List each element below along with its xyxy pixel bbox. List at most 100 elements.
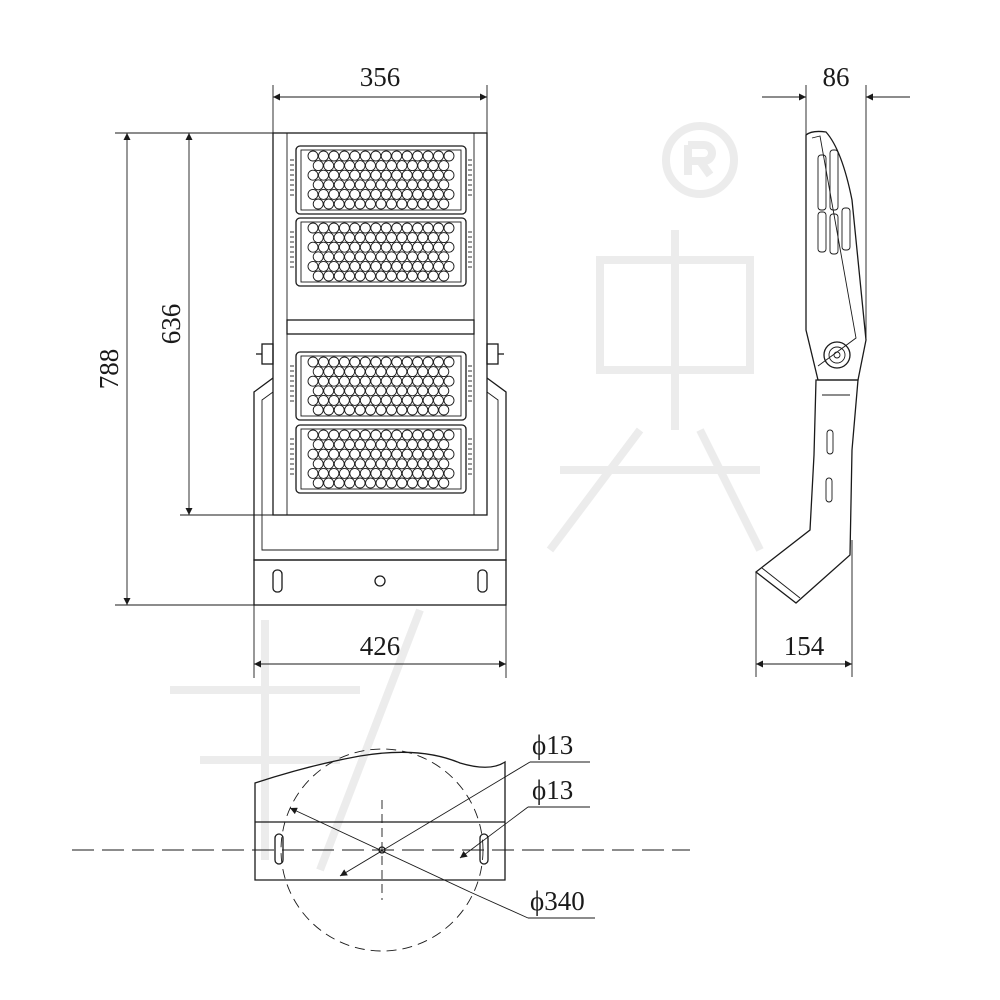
led-lens (365, 477, 376, 489)
led-lens (354, 366, 366, 378)
led-lens (386, 458, 397, 470)
led-lens (359, 375, 371, 387)
led-lens (433, 448, 444, 460)
lamp-frame (272, 132, 488, 516)
led-lens (438, 198, 450, 210)
led-lens (370, 429, 382, 441)
led-lens (307, 241, 319, 253)
led-lens (349, 150, 361, 162)
led-lens (443, 448, 455, 460)
led-lens (412, 448, 424, 460)
led-lens (349, 241, 361, 253)
led-lens (380, 467, 392, 479)
led-lens (391, 150, 403, 162)
side-vent-slot (817, 211, 827, 253)
led-lens (318, 467, 329, 479)
led-lens (365, 251, 376, 263)
led-lens (406, 458, 418, 470)
led-lens (349, 169, 361, 181)
led-lens (318, 356, 329, 368)
led-lens (349, 394, 361, 406)
led-lens (349, 448, 361, 460)
led-lens (312, 439, 324, 451)
led-lens (354, 251, 366, 263)
led-lens (375, 439, 387, 451)
led-lens (370, 448, 382, 460)
led-lens (349, 188, 361, 200)
led-lens (391, 260, 403, 272)
led-lens (386, 385, 397, 397)
led-lens (406, 270, 418, 282)
led-lens (412, 429, 424, 441)
led-lens (312, 385, 324, 397)
led-lens (375, 251, 387, 263)
led-lens (396, 160, 408, 172)
led-lens (438, 270, 450, 282)
led-lens (433, 150, 444, 162)
led-lens (386, 198, 397, 210)
led-lens (312, 198, 324, 210)
led-lens (307, 222, 319, 234)
led-lens (412, 467, 424, 479)
led-lens (433, 188, 444, 200)
led-lens (359, 356, 371, 368)
led-lens (338, 356, 350, 368)
led-lens (417, 385, 429, 397)
led-lens (349, 429, 361, 441)
led-lens (401, 169, 413, 181)
led-lens (365, 179, 376, 191)
led-lens (365, 232, 376, 244)
led-lens (396, 458, 408, 470)
led-lens (312, 458, 324, 470)
led-lens (422, 375, 434, 387)
led-lens (354, 404, 366, 416)
led-lens (386, 160, 397, 172)
led-lens (412, 356, 424, 368)
led-lens (386, 404, 397, 416)
led-lens (323, 198, 335, 210)
led-lens (375, 458, 387, 470)
led-lens (307, 448, 319, 460)
led-lens (307, 375, 319, 387)
led-lens (412, 169, 424, 181)
led-lens (354, 179, 366, 191)
led-lens (391, 222, 403, 234)
led-lens (412, 150, 424, 162)
led-lens (354, 385, 366, 397)
led-lens (443, 356, 455, 368)
led-lens (349, 375, 361, 387)
led-lens (365, 385, 376, 397)
led-lens (349, 260, 361, 272)
led-lens (401, 188, 413, 200)
led-lens (375, 385, 387, 397)
bracket-base (253, 559, 507, 606)
led-lens (375, 404, 387, 416)
led-lens (438, 251, 450, 263)
side-view (754, 130, 867, 604)
led-lens (323, 477, 335, 489)
led-lens (307, 394, 319, 406)
led-lens (380, 448, 392, 460)
led-lens (328, 467, 340, 479)
led-lens (354, 232, 366, 244)
led-lens (344, 232, 356, 244)
led-lens (370, 375, 382, 387)
led-lens (438, 439, 450, 451)
led-lens (380, 260, 392, 272)
led-lens (333, 270, 345, 282)
led-lens (318, 241, 329, 253)
led-lens (417, 179, 429, 191)
side-vent-slot (829, 149, 839, 211)
led-lens (386, 179, 397, 191)
led-lens (370, 356, 382, 368)
led-lens (412, 188, 424, 200)
led-module-inner (300, 355, 462, 417)
led-lens (406, 385, 418, 397)
led-lens (380, 241, 392, 253)
dim-depth-bottom: 154 (784, 631, 825, 661)
led-lens (391, 429, 403, 441)
led-lens (318, 429, 329, 441)
led-lens (344, 251, 356, 263)
bracket-view: ϕ13 ϕ13 ϕ340 (72, 730, 690, 952)
